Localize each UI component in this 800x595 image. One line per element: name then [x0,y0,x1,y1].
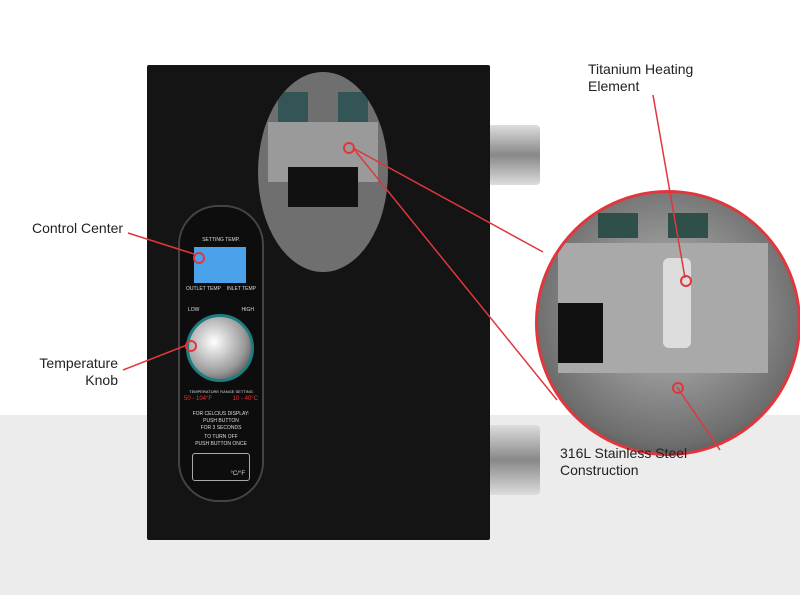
callout-dot-titanium [680,275,692,287]
label-titanium-line2: Element [588,78,640,94]
label-stainless-line2: Construction [560,462,639,478]
high-label: HIGH [241,307,255,313]
button-text: °C/°F [230,471,245,477]
instruction-1: FOR CELCIUS DISPLAY: [192,411,250,417]
range-c: 10 - 40°C [232,396,258,402]
label-temperature-line1: Temperature [39,355,118,371]
detail-magnifier [535,190,800,456]
power-button[interactable]: °C/°F [192,453,250,481]
instruction-3: FOR 3 SECONDS [200,425,242,431]
titanium-element [663,258,691,348]
label-control-center: Control Center [32,220,124,236]
instruction-2: PUSH BUTTON [203,418,239,424]
outlet-temp-label: OUTLET TEMP [186,286,221,292]
label-titanium: Titanium Heating Element [588,61,693,95]
low-label: LOW [188,307,200,313]
label-stainless: 316L Stainless Steel Construction [560,445,687,479]
callout-dot-control [193,252,205,264]
instruction-4: TO TURN OFF [204,434,238,440]
setting-temp-label: SETTING TEMP. [202,237,240,243]
label-temperature-knob: Temperature Knob [34,355,118,389]
inlet-temp-label: INLET TEMP [226,286,256,292]
label-temperature-line2: Knob [85,372,118,388]
instruction-5: PUSH BUTTON ONCE [195,441,247,447]
callout-dot-steel [672,382,684,394]
temperature-knob[interactable] [186,314,254,382]
label-titanium-line1: Titanium Heating [588,61,694,77]
range-f: 50 - 104°F [184,396,213,402]
label-stainless-line1: 316L Stainless Steel [560,445,688,461]
control-panel: SETTING TEMP. OUTLET TEMP INLET TEMP LOW… [178,205,264,502]
range-title: TEMPERATURE RANGE SETTING [189,389,253,394]
